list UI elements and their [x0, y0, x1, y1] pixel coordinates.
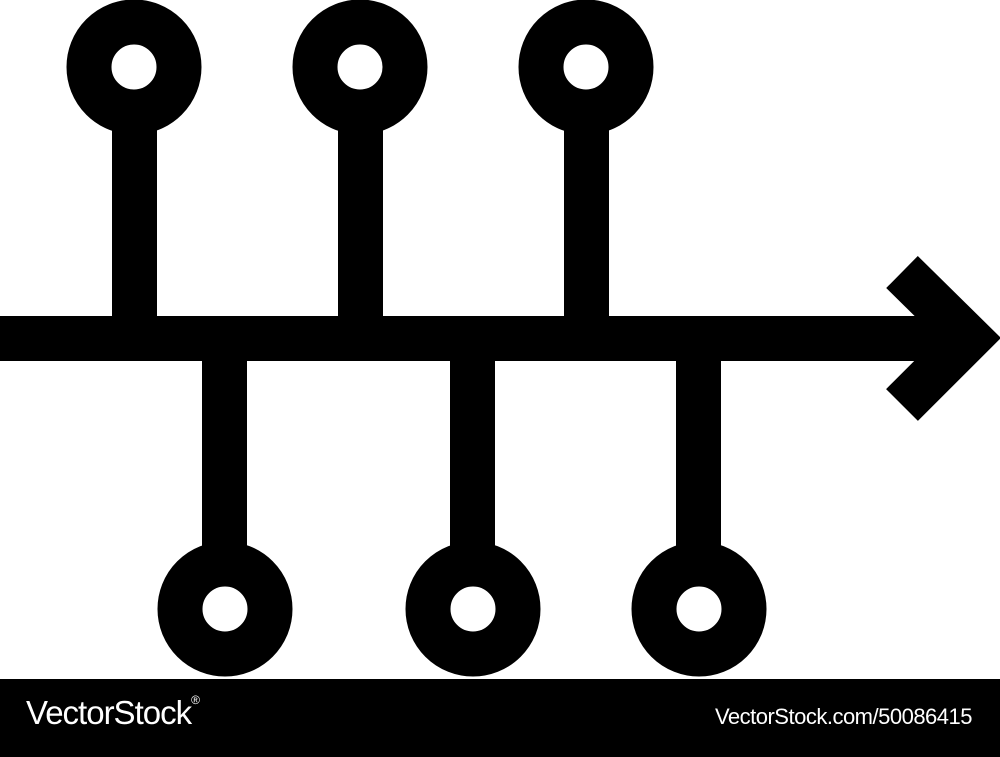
- bottom-node-3: [631, 358, 767, 677]
- watermark-footer: VectorStock® VectorStock.com/50086415: [0, 679, 1000, 757]
- brand-name: VectorStock: [26, 694, 192, 731]
- image-id-text: VectorStock.com/50086415: [714, 704, 973, 729]
- registered-mark: ®: [191, 693, 200, 707]
- timeline-axis: [0, 316, 940, 361]
- top-node-2: [292, 0, 428, 320]
- arrow-head-icon: [886, 255, 1000, 421]
- vectorstock-logo: VectorStock®: [26, 693, 200, 731]
- timeline-icon: [0, 0, 1000, 677]
- top-node-3: [518, 0, 654, 320]
- bottom-node-2: [405, 358, 541, 677]
- top-node-1: [66, 0, 202, 320]
- bottom-node-1: [157, 358, 293, 677]
